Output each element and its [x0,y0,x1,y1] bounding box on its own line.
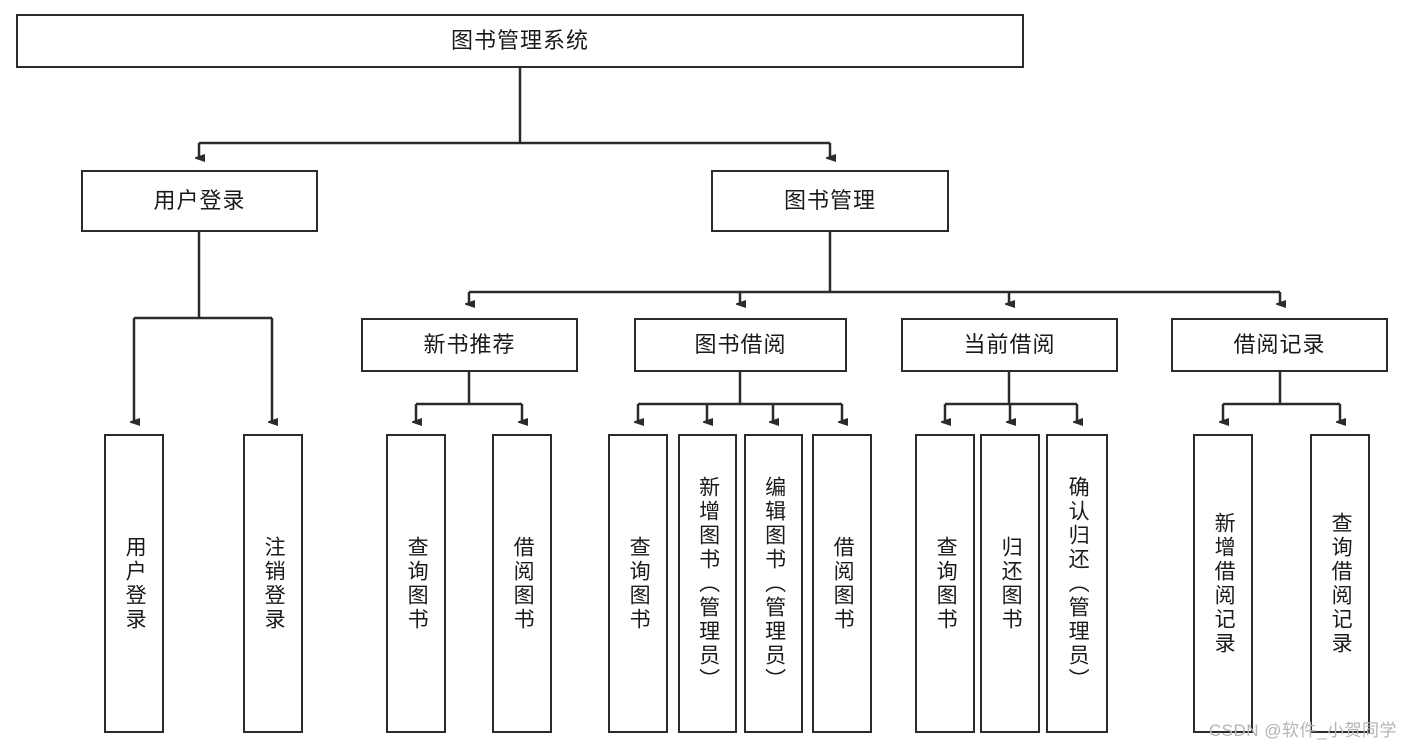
node-label: 图书借阅 [694,331,787,357]
leaf-user-login-logout[interactable]: 注销登录 [243,434,303,733]
node-new-book-recommend[interactable]: 新书推荐 [361,318,578,372]
node-user-login[interactable]: 用户登录 [81,170,318,232]
node-label: 当前借阅 [963,331,1056,357]
leaf-borrow-add-book-admin[interactable]: 新增图书（管理员） [678,434,737,733]
leaf-recommend-query-book[interactable]: 查询图书 [386,434,446,733]
csdn-watermark: CSDN @软件_小贺同学 [1208,721,1397,740]
node-label: 查询图书 [627,535,651,632]
leaf-borrow-borrow-book[interactable]: 借阅图书 [812,434,872,733]
node-label: 新书推荐 [423,331,516,357]
node-label: 借阅图书 [831,535,855,632]
node-label: 确认归还（管理员） [1066,475,1090,692]
leaf-borrow-query-book[interactable]: 查询图书 [608,434,668,733]
node-label: 用户登录 [153,187,246,213]
leaf-borrow-edit-book-admin[interactable]: 编辑图书（管理员） [744,434,803,733]
node-root-system[interactable]: 图书管理系统 [16,14,1024,68]
node-borrow-record[interactable]: 借阅记录 [1171,318,1388,372]
node-label: 新增图书（管理员） [696,475,720,692]
node-label: 用户登录 [123,535,147,632]
node-label: 查询图书 [934,535,958,632]
leaf-current-return-book[interactable]: 归还图书 [980,434,1040,733]
leaf-user-login-login[interactable]: 用户登录 [104,434,164,733]
node-label: 编辑图书（管理员） [762,475,786,692]
node-book-borrow[interactable]: 图书借阅 [634,318,847,372]
leaf-record-add-record[interactable]: 新增借阅记录 [1193,434,1253,733]
node-label: 图书管理 [783,187,876,213]
node-current-borrow[interactable]: 当前借阅 [901,318,1118,372]
node-book-management[interactable]: 图书管理 [711,170,949,232]
node-label: 注销登录 [262,535,286,632]
node-label: 查询借阅记录 [1329,511,1353,656]
leaf-record-query-record[interactable]: 查询借阅记录 [1310,434,1370,733]
leaf-current-query-book[interactable]: 查询图书 [915,434,975,733]
node-label: 新增借阅记录 [1212,511,1236,656]
node-label: 借阅记录 [1233,331,1326,357]
node-label: 图书管理系统 [450,27,589,53]
leaf-recommend-borrow-book[interactable]: 借阅图书 [492,434,552,733]
node-label: 查询图书 [405,535,429,632]
node-label: 借阅图书 [511,535,535,632]
leaf-current-confirm-return-admin[interactable]: 确认归还（管理员） [1046,434,1108,733]
node-label: 归还图书 [999,535,1023,632]
